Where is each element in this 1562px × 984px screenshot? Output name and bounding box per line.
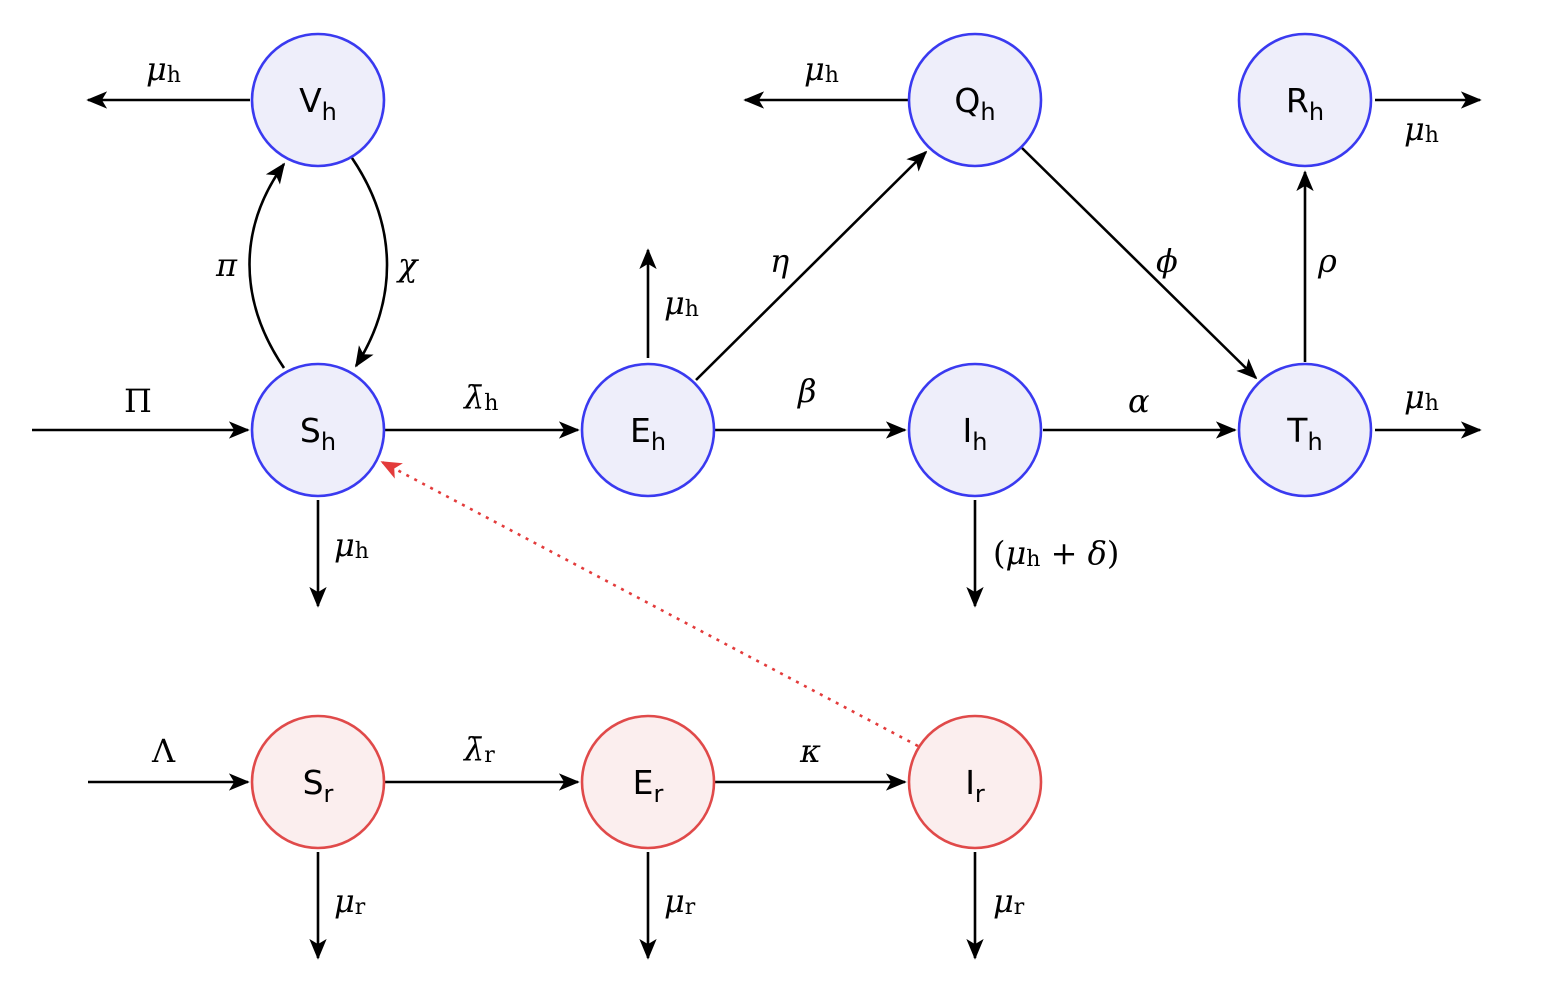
node-t-h: Th: [1237, 362, 1373, 498]
label-human-force-of-infection: λ̄h: [462, 378, 498, 416]
edge-qh-to-th: [1021, 147, 1258, 380]
label-rh-death-rate: μh: [1404, 110, 1439, 148]
svg-text:Rh: Rh: [1286, 81, 1324, 126]
svg-text:Qh: Qh: [954, 81, 995, 126]
svg-text:Ir: Ir: [965, 763, 985, 808]
svg-text:Th: Th: [1286, 411, 1322, 456]
label-sh-death-rate: μh: [334, 526, 369, 564]
label-ir-death-rate: μr: [993, 882, 1025, 920]
node-e-h: Eh: [580, 362, 716, 498]
node-r-h: Rh: [1237, 32, 1373, 168]
label-rodent-force-of-infection: λ̄r: [462, 730, 495, 768]
svg-text:Ih: Ih: [963, 411, 988, 456]
svg-text:Er: Er: [633, 763, 664, 808]
svg-text:Vh: Vh: [299, 81, 337, 126]
node-s-r: Sr: [250, 714, 386, 850]
label-ih-death-rate: (μh + δ): [993, 534, 1119, 572]
node-e-r: Er: [580, 714, 716, 850]
label-vaccination-rate: π: [215, 246, 238, 284]
label-quarantine-rate: η: [770, 242, 789, 280]
label-quarantine-treatment-rate: ϕ: [1156, 242, 1178, 280]
label-eh-death-rate: μh: [664, 284, 699, 322]
edge-ir-to-sh-infection: [380, 460, 919, 748]
label-er-death-rate: μr: [664, 882, 696, 920]
node-s-h: Sh: [250, 362, 386, 498]
edge-eh-to-qh: [695, 150, 928, 381]
label-recovery-rate: ρ: [1317, 242, 1337, 280]
node-v-h: Vh: [250, 32, 386, 168]
label-th-death-rate: μh: [1404, 378, 1439, 416]
label-sr-death-rate: μr: [334, 882, 366, 920]
node-q-h: Qh: [907, 32, 1043, 168]
label-progression-rate: β: [797, 372, 817, 410]
label-qh-death-rate: μh: [804, 50, 839, 88]
node-i-r: Ir: [907, 714, 1043, 850]
node-i-h: Ih: [907, 362, 1043, 498]
edge-vh-to-sh: [350, 157, 389, 368]
label-human-recruitment: Π: [124, 382, 152, 420]
svg-text:Sh: Sh: [300, 411, 336, 456]
label-treatment-rate: α: [1128, 382, 1150, 420]
label-rodent-progression-rate: κ: [799, 732, 821, 770]
label-vh-death-rate: μh: [146, 50, 181, 88]
edge-sh-to-vh: [248, 162, 286, 369]
label-rodent-recruitment: Λ: [151, 732, 176, 770]
label-waning-rate: χ: [396, 246, 419, 284]
svg-text:Sr: Sr: [303, 763, 334, 808]
svg-text:Eh: Eh: [630, 411, 666, 456]
